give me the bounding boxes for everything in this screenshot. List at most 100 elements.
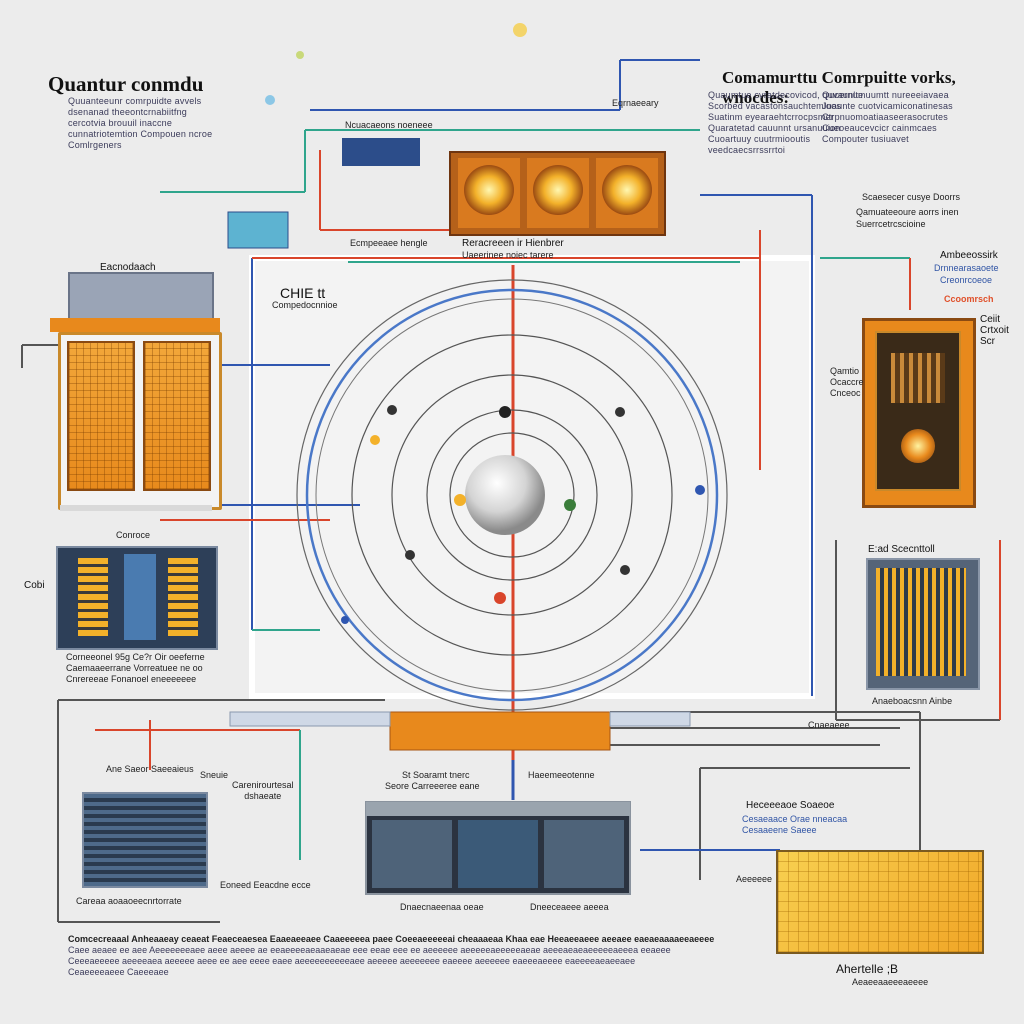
right-cab-side: Ceiit Crtxoit Scr (980, 314, 1009, 347)
left-rack-side: Cobi (24, 580, 45, 591)
amb-sub2: Creonrcoeoe (940, 275, 993, 285)
center-bottom-l2: Seore Carreeeree eane (385, 781, 480, 791)
right-paragraph-2-line: Ctrpnuomoatiaaseerasocrutes (822, 112, 948, 122)
processor-title: Eacnodaach (100, 262, 156, 273)
bl-label-line: Carenirourtesal (232, 780, 294, 790)
right-cab-left-line: Ocaccre (830, 377, 864, 387)
footer-paragraph: Comcecreaaal Anheaaeay ceaeat Feaeceaese… (68, 934, 714, 978)
right-rack-label: E:ad Scecnttoll (868, 544, 935, 555)
cryostat-interior (875, 331, 961, 491)
cryostat-core-icon (901, 429, 935, 463)
qubits-sub: Uaeerinee noiec tarere (462, 250, 554, 260)
rack-column (78, 558, 108, 636)
right-rack-foot: Anaeboacsnn Ainbe (872, 696, 953, 706)
left-paragraph: Quuanteeunr comrpuidte avvels dsenanad t… (68, 96, 212, 151)
footer-line: Ceaeeeeaeee Caeeeaee (68, 967, 169, 977)
left-rack-label: Conroce (116, 530, 151, 540)
right-top-sub2: Suerrcetrcscioine (856, 219, 926, 229)
right-paragraph-line: Suatinm eyearaehtcrrocpsmer (708, 112, 834, 122)
amb-sub1: Drnnearasaoete (934, 263, 999, 273)
bottom-bus-bar (389, 711, 611, 751)
right-paragraph-line: Cuoartuuy cuutrmiooutis (708, 134, 811, 144)
right-cab-left: Qamtio Ocaccre Cnceoc (830, 366, 864, 399)
right-top-sub: Qamuateeoure aorrs inen (856, 207, 959, 217)
bar-label: Ncuacaeons noeneee (345, 120, 433, 130)
circuit-board (776, 850, 984, 954)
left-panel-label: Ecmpeeaee hengle (350, 238, 428, 248)
right-paragraph-2-line: Compouter tusiuavet (822, 134, 909, 144)
right-paragraph-line: Quaratetad cauunnt ursanuuion (708, 123, 841, 133)
center-bottom-r: Haeemeeotenne (528, 770, 595, 780)
ring-nodes (341, 405, 705, 624)
right-paragraph-line: veedcaecsrrssrrtoi (708, 145, 786, 155)
left-paragraph-line: cercotvia brouuil inaccne (68, 118, 173, 128)
bl-label-line: Ane Saeor Saeeaieus (106, 764, 194, 774)
br-title: Heceeeaoe Soaeoe (746, 800, 835, 811)
center-bottom-l: St Soaramt tnerc (402, 770, 470, 780)
amb-title: Ambeeossirk (940, 250, 998, 261)
br-sub-line: Cesaaeene Saeee (742, 825, 817, 835)
cryostat-coils (891, 353, 945, 403)
processor-top-unit (68, 272, 214, 324)
right-paragraph-line: Scorbed vacastonsauchtemloos (708, 101, 842, 111)
mid-right-label: Cnaeaeee (808, 720, 850, 730)
amb-orange: Ccoomrsch (944, 294, 994, 304)
right-cab-left-line: Qamtio (830, 366, 860, 376)
right-paragraph-2-line: Qucernumuumtt nureeeiavaea (822, 90, 949, 100)
right-cab-side-line: Scr (980, 336, 995, 347)
footer-line: Comcecreaaal Anheaaeay ceaeat Feaeceaese… (68, 934, 715, 944)
qubit-processor-array (449, 151, 666, 236)
center-sub: Compedocnnioe (272, 300, 338, 310)
center-label: CHIE tt (280, 285, 326, 301)
left-rack-foot: Corneeonel 95g Ce?r Oir oeeferne Caemaae… (66, 652, 205, 685)
processor-roof (50, 318, 220, 332)
right-cab-side-line: Crtxoit (980, 325, 1009, 336)
signal-module (227, 211, 289, 249)
right-paragraph-line: Quaumtue cvratdecovicod, quvaunlte (708, 90, 864, 100)
left-rack-foot-line: Cnrereeae Fonanoel eneeeeeee (66, 674, 197, 684)
bl-label-right: Carenirourtesal dshaeate (232, 780, 294, 802)
br-foot-sub: Aeaeeaaeeeaeeee (852, 977, 929, 987)
right-paragraph-2-line: Juaunte cuotvicamiconatinesas (822, 101, 953, 111)
bl-side: Eoneed Eeacdne ecce (220, 880, 311, 890)
right-cab-left-line: Cnceoc (830, 388, 861, 398)
cabinet-base (60, 505, 212, 511)
server-rack (365, 801, 631, 895)
left-rack-foot-line: Corneeonel 95g Ce?r Oir oeeferne (66, 652, 205, 662)
cryostat-cabinet (862, 318, 976, 508)
server-foot-l: Dnaecnaeenaa oeae (400, 902, 484, 912)
right-paragraph: Quaumtue cvratdecovicod, quvaunlte Scorb… (708, 90, 863, 156)
light-bulb-icon (513, 23, 527, 37)
control-board (342, 138, 420, 166)
rack-column (168, 558, 198, 636)
br-sub-line: Cesaeaace Orae nneacaa (742, 814, 848, 824)
cabinet-door-right (143, 341, 211, 491)
server-foot-r: Dneeceaeee aeeea (530, 902, 609, 912)
qubit-rings (296, 279, 728, 711)
right-cab-side-line: Ceiit (980, 314, 1001, 325)
br-sub: Cesaeaace Orae nneacaa Cesaaeene Saeee (742, 814, 847, 836)
cabinet-door-left (67, 341, 135, 491)
left-paragraph-line: cunnatriotemtion Compouen ncroe (68, 129, 213, 139)
right-paragraph-2-line: Cueoeaucevcicr cainmcaes (822, 123, 937, 133)
bl-label-line: dshaeate (244, 791, 282, 801)
title-left: Quantur conmdu (48, 72, 204, 96)
right-rack-modules (876, 568, 966, 676)
qubits-title: Reracreeen ir Hienbrer (462, 238, 564, 249)
title-right: Comamurttu Comrpuitte vorks, wnocdes: (722, 68, 956, 107)
processor-cabinet (58, 332, 222, 510)
bl-label: Ane Saeor Saeeaieus (106, 764, 194, 775)
footer-line: Ceeeaeeeee aeeeeaea aeeeee aeee ee aee e… (68, 956, 636, 966)
rack-column (124, 554, 156, 640)
footer-line: Caee aeaee ee aee Aeeeeeeeaee aeee aeeee… (68, 945, 671, 955)
top-small-label: Eqrnaeeary (612, 98, 659, 108)
core-sphere (465, 455, 545, 535)
br-small: Aeeeeee (736, 874, 773, 884)
left-rack (56, 546, 218, 650)
right-rack (866, 558, 980, 690)
right-paragraph-2: Qucernumuumtt nureeeiavaea Juaunte cuotv… (822, 90, 953, 145)
bl-small: Sneuie (200, 770, 229, 780)
left-paragraph-line: Comlrgeners (68, 140, 122, 150)
left-paragraph-line: Quuanteeunr comrpuidte avvels (68, 96, 202, 106)
